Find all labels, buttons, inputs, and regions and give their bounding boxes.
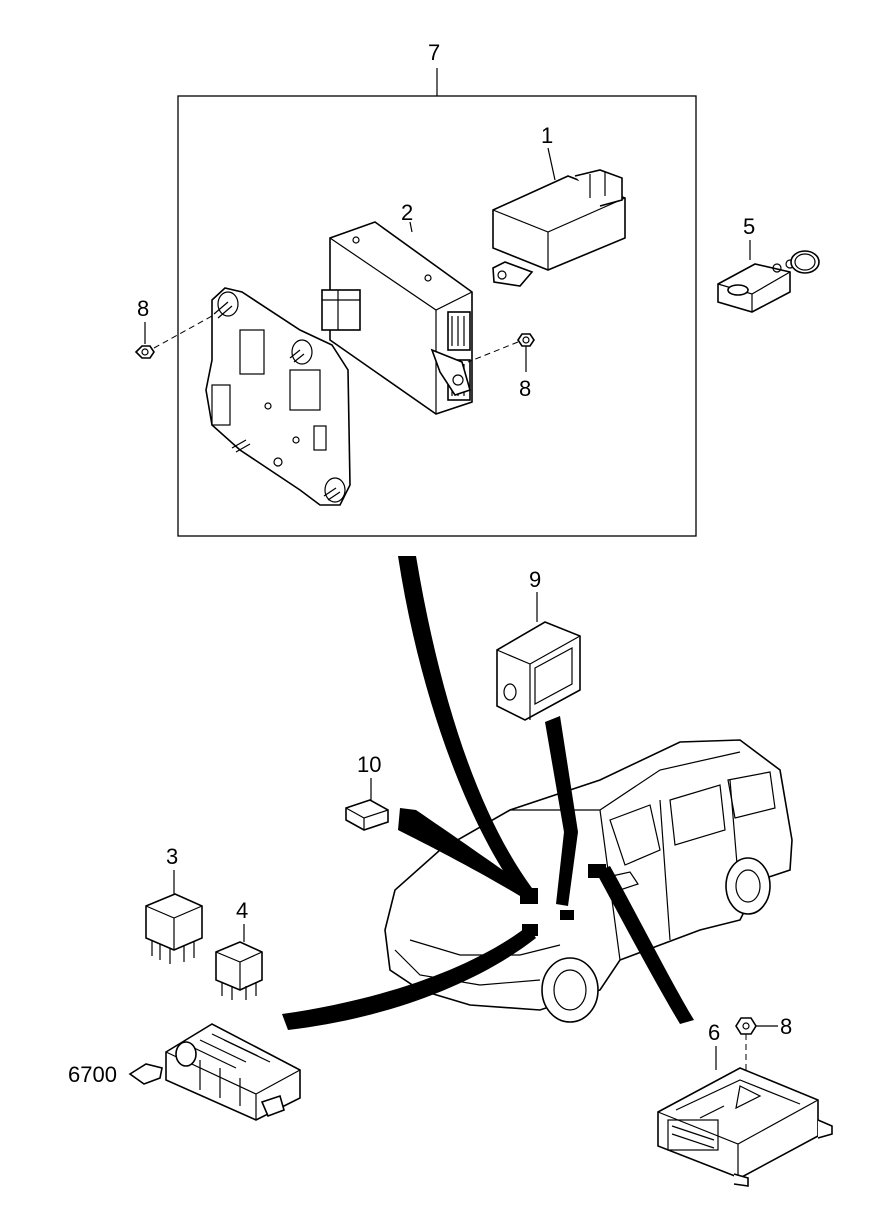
- part-2-control-unit: 2: [321, 200, 473, 415]
- callout-10: 10: [357, 752, 381, 777]
- part-4-relay: 4: [215, 898, 263, 1000]
- part-3-relay: 3: [145, 844, 203, 964]
- callout-8-lower: 8: [780, 1014, 792, 1039]
- callout-2: 2: [401, 200, 413, 225]
- part-1-module: 1: [492, 123, 626, 287]
- callout-6700: 6700: [68, 1062, 117, 1087]
- part-10-sensor: 10: [345, 752, 389, 831]
- nut-8-right: 8: [467, 333, 535, 401]
- callout-4: 4: [236, 898, 248, 923]
- part-6-control-unit: 6: [657, 1020, 833, 1187]
- leader-bands: [282, 556, 694, 1030]
- mounting-bracket: [205, 287, 351, 506]
- part-9-module: 9: [496, 567, 581, 721]
- nut-8-lower: 8: [735, 1014, 792, 1074]
- nut-8-left: 8: [134, 296, 213, 359]
- callout-8-right: 8: [519, 376, 531, 401]
- callout-6: 6: [708, 1020, 720, 1045]
- part-6700-junction-box: 6700: [68, 1023, 301, 1121]
- assembly-box-7: 7: [177, 40, 697, 537]
- callout-7: 7: [428, 40, 440, 65]
- callout-5: 5: [743, 214, 755, 239]
- callout-8-left: 8: [137, 296, 149, 321]
- callout-3: 3: [166, 844, 178, 869]
- callout-1: 1: [541, 123, 553, 148]
- callout-9: 9: [529, 567, 541, 592]
- part-5-key-fob: 5: [717, 214, 820, 313]
- vehicle-minivan: [384, 739, 793, 1023]
